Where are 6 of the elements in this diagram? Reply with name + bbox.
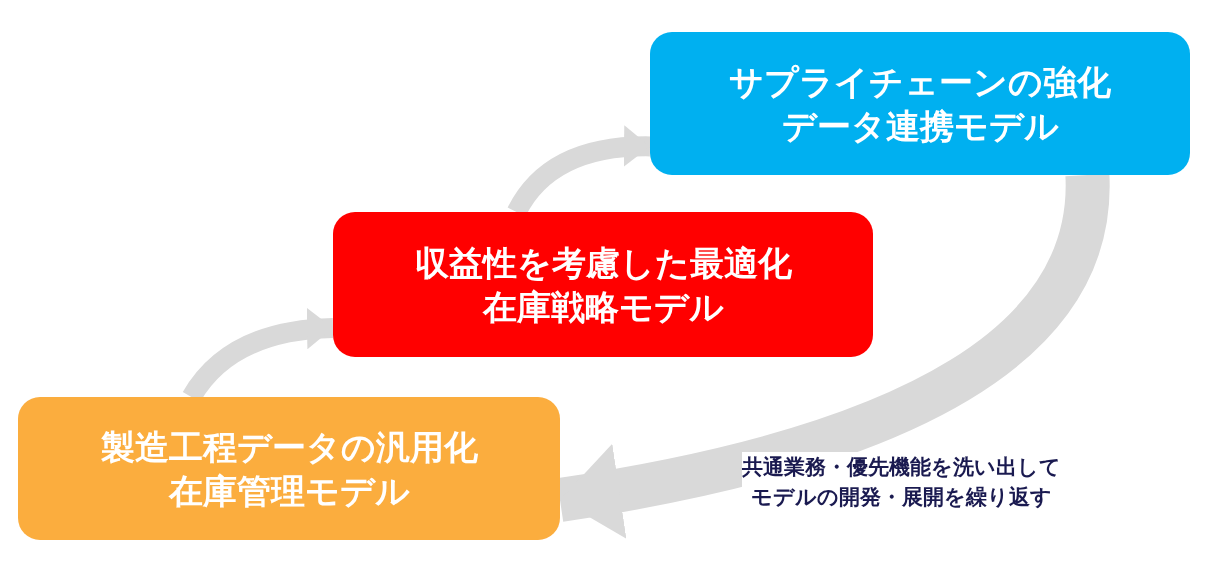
- box-title: 収益性を考慮した最適化在庫戦略モデル: [413, 241, 793, 329]
- box-title: サプライチェーンの強化データ連携モデル: [728, 60, 1112, 148]
- box-title: 製造工程データの汎用化在庫管理モデル: [99, 425, 479, 513]
- model-box: [333, 212, 873, 357]
- model-box: [18, 397, 560, 540]
- model-box: [650, 32, 1190, 175]
